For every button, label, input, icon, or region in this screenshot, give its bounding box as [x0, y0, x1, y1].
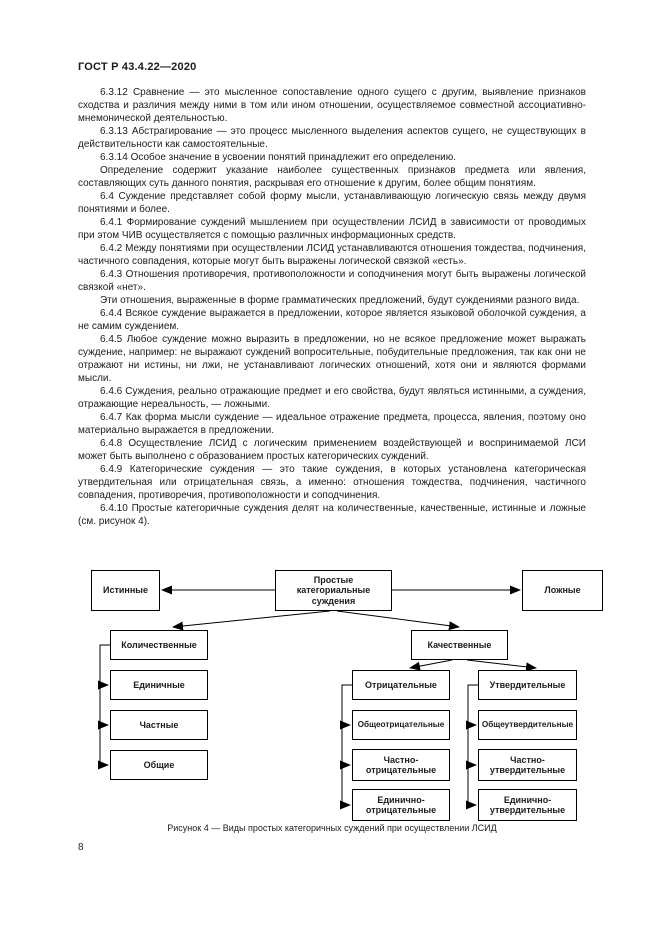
page-number: 8: [78, 842, 84, 853]
node-prostye-kategorialnye-suzhdeniya: Простые категориальные суждения: [275, 570, 392, 611]
paragraph-6-4-5: 6.4.5 Любое суждение можно выразить в пр…: [78, 334, 586, 384]
node-lozhnye: Ложные: [522, 570, 603, 611]
paragraph-6-4-4: 6.4.4 Всякое суждение выражается в предл…: [78, 308, 586, 332]
node-chastno-otricatelnye: Частно-отрицательные: [352, 749, 450, 781]
node-edinichno-otricatelnye: Единично-отрицательные: [352, 789, 450, 821]
paragraph-6-4-10: 6.4.10 Простые категоричные суждения дел…: [78, 503, 586, 527]
node-obshchie: Общие: [110, 750, 208, 780]
node-istinnye: Истинные: [91, 570, 160, 611]
node-kolichestvennye: Количественные: [110, 630, 208, 660]
paragraph-6-4-9: 6.4.9 Категорические суждения — это таки…: [78, 464, 586, 501]
node-obshcheotricatelnye: Общеотрицательные: [352, 710, 450, 740]
paragraph-6-4-6: 6.4.6 Суждения, реально отражающие предм…: [78, 386, 586, 410]
node-utverditelnye: Утвердительные: [478, 670, 577, 700]
paragraph-6-3-14: 6.3.14 Особое значение в усвоении поняти…: [100, 152, 457, 163]
document-title: ГОСТ Р 43.4.22—2020: [78, 61, 197, 73]
node-chastno-utverditelnye: Частно-утвердительные: [478, 749, 577, 781]
paragraph-6-3-12: 6.3.12 Сравнение — это мысленное сопоста…: [78, 87, 586, 124]
paragraph-6-4-7: 6.4.7 Как форма мысли суждение — идеальн…: [78, 412, 586, 436]
node-edinichnye: Единичные: [110, 670, 208, 700]
paragraph-6-4: 6.4 Суждение представляет собой форму мы…: [78, 191, 586, 215]
node-otricatelnye: Отрицательные: [352, 670, 450, 700]
figure-caption: Рисунок 4 — Виды простых категоричных су…: [167, 823, 497, 833]
paragraph-6-4-8: 6.4.8 Осуществление ЛСИД с логическим пр…: [78, 438, 586, 462]
paragraph-6-4-2: 6.4.2 Между понятиями при осуществлении …: [78, 243, 586, 267]
paragraph-relations: Эти отношения, выраженные в форме грамма…: [100, 295, 580, 306]
body-text: 6.3.12 Сравнение — это мысленное сопоста…: [78, 86, 586, 528]
paragraph-6-3-13: 6.3.13 Абстрагирование — это процесс мыс…: [78, 126, 586, 150]
node-chastnye: Частные: [110, 710, 208, 740]
paragraph-6-4-1: 6.4.1 Формирование суждений мышлением пр…: [78, 217, 586, 241]
node-obshcheutverditelnye: Общеутвердительные: [478, 710, 577, 740]
node-kachestvennye: Качественные: [411, 630, 508, 660]
node-edinichno-utverditelnye: Единично-утвердительные: [478, 789, 577, 821]
paragraph-6-4-3: 6.4.3 Отношения противоречия, противопол…: [78, 269, 586, 293]
paragraph-definition: Определение содержит указание наиболее с…: [78, 165, 586, 189]
